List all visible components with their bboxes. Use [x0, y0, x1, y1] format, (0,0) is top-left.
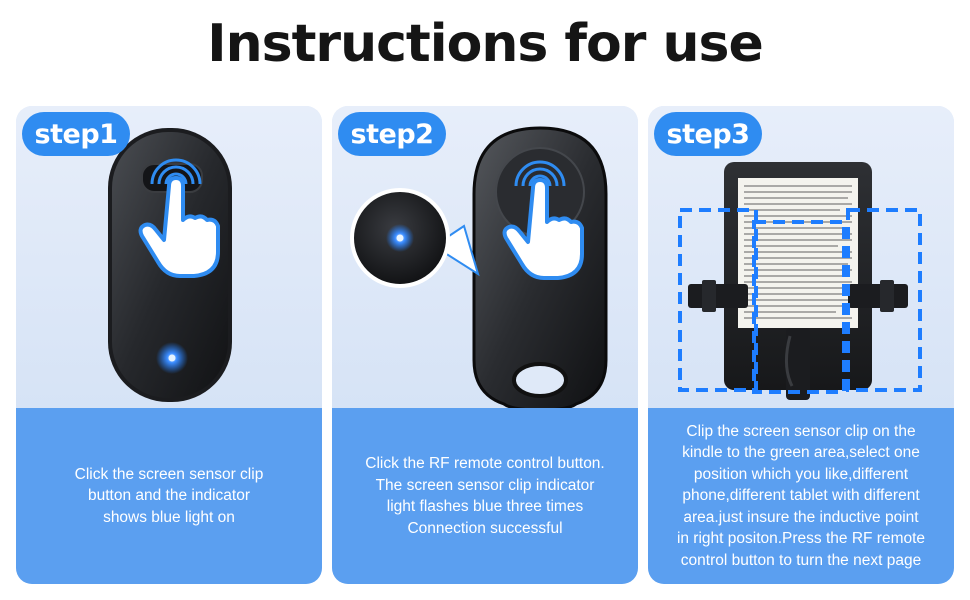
dashed-area-icon	[678, 208, 922, 394]
step-3-illustration: step3	[648, 106, 954, 408]
step-card-3: step3 Clip the screen sensor clip on the…	[648, 106, 954, 584]
step-1-description: Click the screen sensor clip button and …	[74, 465, 264, 526]
tap-hand-icon	[138, 158, 220, 278]
kindle-with-clip	[678, 162, 922, 400]
step-3-panel: Clip the screen sensor clip on the kindl…	[648, 408, 954, 584]
step-2-panel: Click the RF remote control button. The …	[332, 408, 638, 584]
step-2-description: Click the RF remote control button. The …	[365, 455, 605, 537]
rf-remote-device	[350, 126, 608, 408]
page-title: Instructions for use	[207, 14, 763, 74]
sensor-clip-device	[108, 128, 232, 402]
step-2-illustration: step2	[332, 106, 638, 408]
step-1-badge: step1	[22, 112, 130, 156]
step-3-badge: step3	[654, 112, 762, 156]
step-1-panel: Click the screen sensor clip button and …	[16, 408, 322, 584]
step-1-illustration: step1	[16, 106, 322, 408]
tap-hand-icon	[502, 160, 584, 280]
screen-text-lines	[744, 185, 852, 319]
step-card-1: step1 Click the screen sensor clip butto…	[16, 106, 322, 584]
step-3-description: Clip the screen sensor clip on the kindl…	[676, 422, 926, 569]
step-card-2: step2 Click the RF remote control button…	[332, 106, 638, 584]
zoom-callout-icon	[350, 188, 480, 288]
step-2-badge: step2	[338, 112, 446, 156]
